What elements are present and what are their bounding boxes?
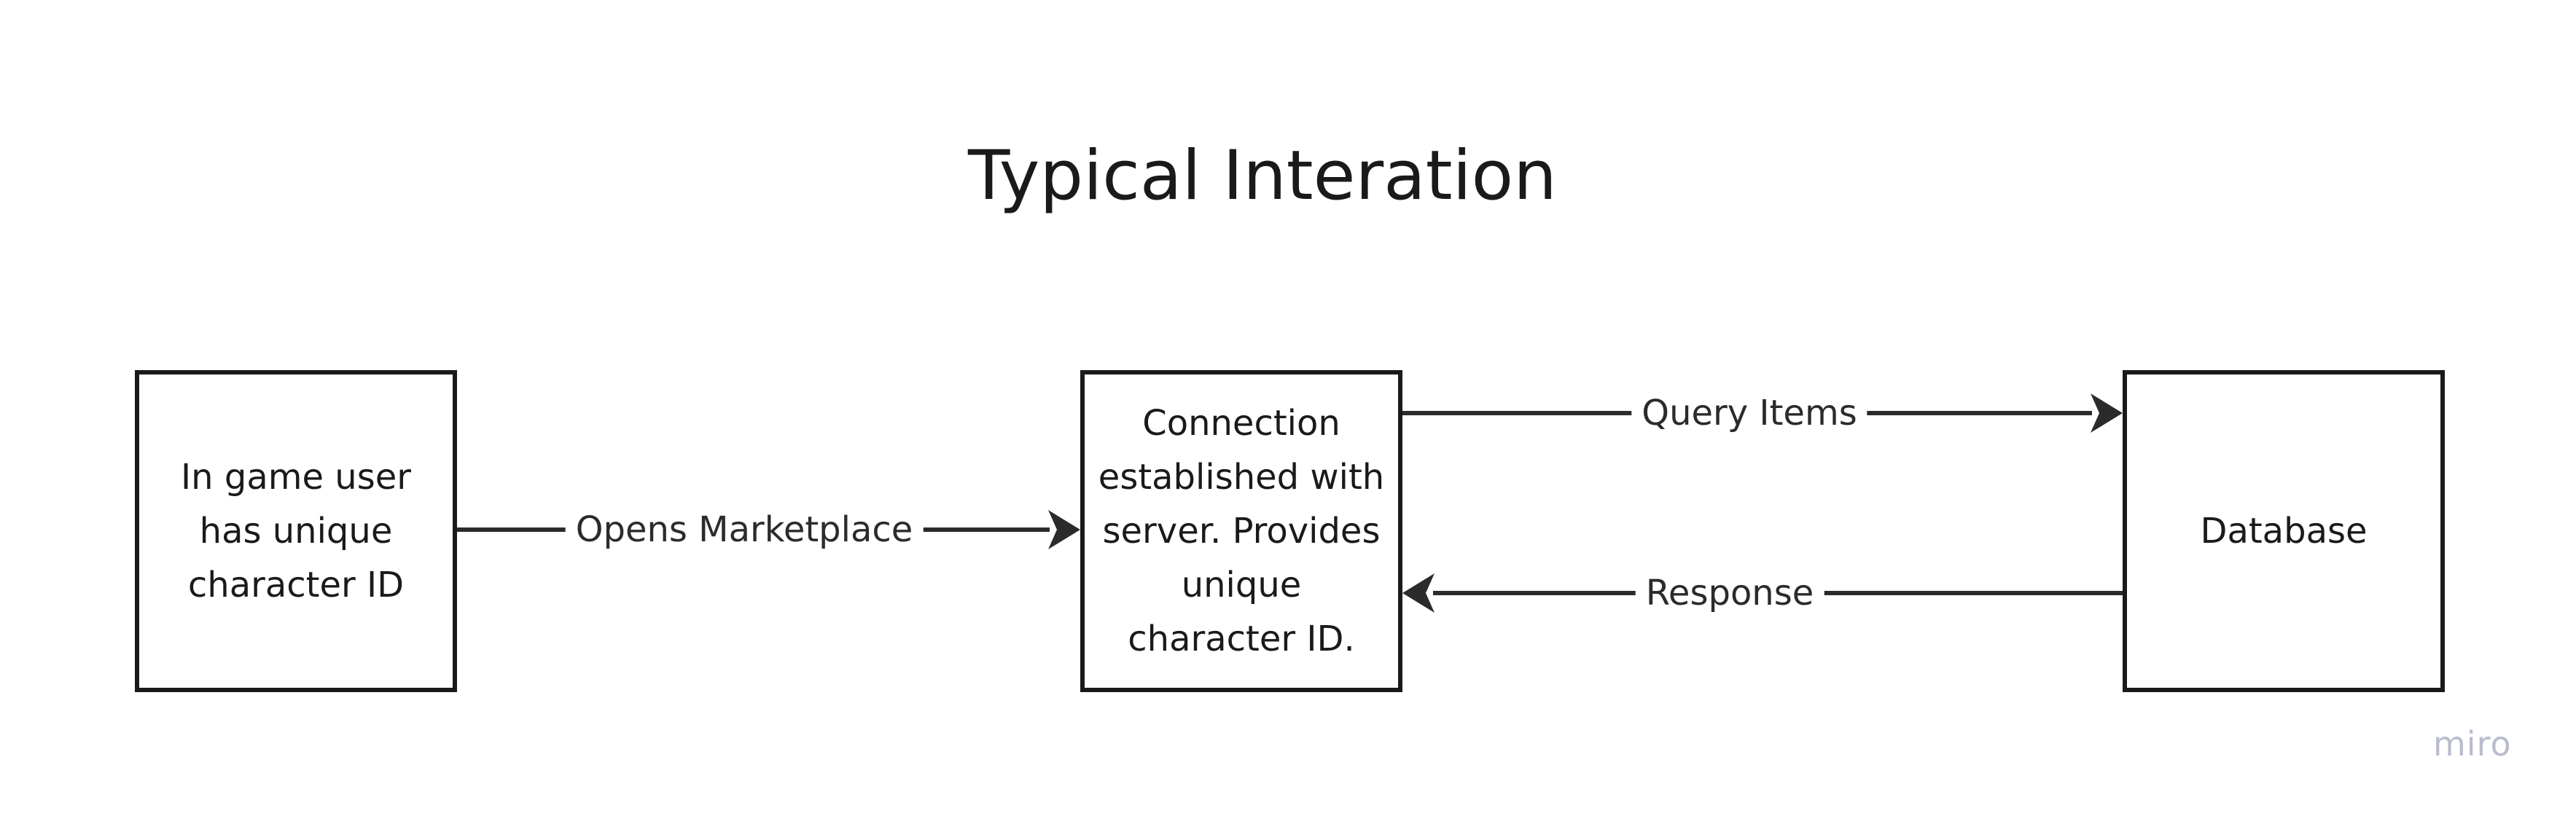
- diagram-title: Typical Interation: [968, 136, 1557, 216]
- arrowhead-icon: [1402, 573, 1435, 613]
- edge-label-opens-marketplace: Opens Marketplace: [565, 508, 924, 552]
- miro-watermark-logo: miro: [2433, 724, 2512, 764]
- node-server-connection[interactable]: Connection established with server. Prov…: [1080, 370, 1402, 692]
- node-in-game-user[interactable]: In game user has unique character ID: [135, 370, 457, 692]
- node-label: In game user has unique character ID: [181, 457, 411, 605]
- node-database[interactable]: Database: [2123, 370, 2445, 692]
- edge-label-query-items: Query Items: [1631, 391, 1867, 435]
- arrowhead-icon: [2091, 393, 2123, 433]
- node-label: Connection established with server. Prov…: [1098, 403, 1385, 659]
- arrowhead-icon: [1048, 510, 1080, 549]
- node-label: Database: [2200, 511, 2368, 552]
- edge-label-response: Response: [1635, 571, 1824, 615]
